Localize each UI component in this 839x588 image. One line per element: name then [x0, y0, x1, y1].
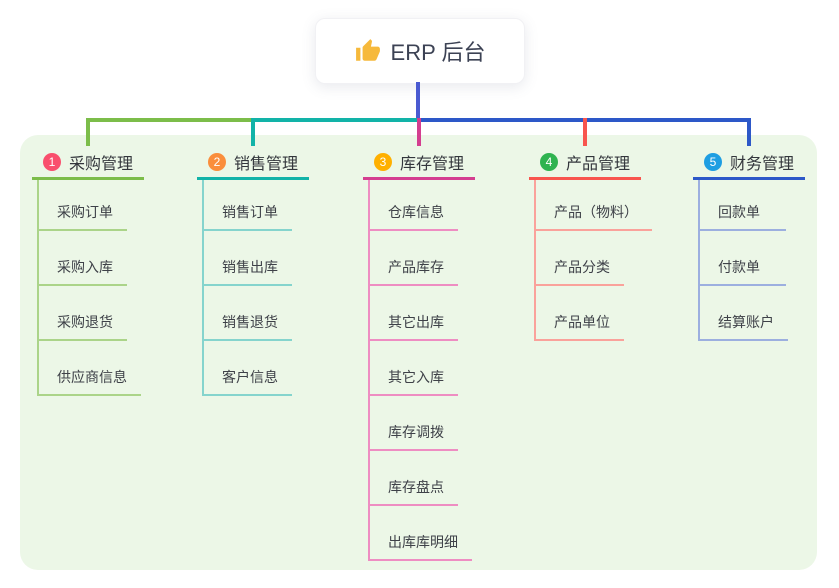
branch-title-label: 销售管理 [233, 155, 298, 173]
branch-children-product: 产品（物料） 产品分类 产品单位 [534, 180, 652, 341]
connector-root-stem [416, 82, 420, 122]
branch-number-badge: 4 [539, 152, 558, 171]
branch-title-purchase[interactable]: 1 采购管理 [32, 146, 144, 180]
child-node[interactable]: 销售出库 [204, 231, 292, 286]
child-node[interactable]: 产品库存 [370, 231, 458, 286]
branch-children-inventory: 仓库信息 产品库存 其它出库 其它入库 库存调拨 库存盘点 出库库明细 [368, 180, 472, 561]
connector-riser-purchase [86, 118, 90, 146]
child-node[interactable]: 付款单 [700, 231, 786, 286]
child-node[interactable]: 回款单 [700, 180, 786, 231]
branch-title-label: 财务管理 [729, 155, 794, 173]
branch-finance: 5 财务管理 回款单 付款单 结算账户 [693, 146, 805, 341]
branch-title-label: 库存管理 [399, 155, 464, 173]
branch-children-sales: 销售订单 销售出库 销售退货 客户信息 [202, 180, 292, 396]
branch-number-badge: 3 [373, 152, 392, 171]
root-node-erp[interactable]: ERP 后台 [315, 18, 525, 84]
child-node[interactable]: 客户信息 [204, 341, 292, 396]
branch-product: 4 产品管理 产品（物料） 产品分类 产品单位 [529, 146, 652, 341]
child-node[interactable]: 其它入库 [370, 341, 458, 396]
child-node[interactable]: 产品分类 [536, 231, 624, 286]
branch-purchase: 1 采购管理 采购订单 采购入库 采购退货 供应商信息 [32, 146, 144, 396]
child-node[interactable]: 销售订单 [204, 180, 292, 231]
connector-riser-sales [251, 118, 255, 146]
child-node[interactable]: 采购订单 [39, 180, 127, 231]
connector-riser-finance [747, 118, 751, 146]
branch-number-badge: 1 [42, 152, 61, 171]
branch-number-badge: 2 [207, 152, 226, 171]
root-label: ERP 后台 [390, 40, 486, 65]
branch-number-badge: 5 [703, 152, 722, 171]
child-node[interactable]: 销售退货 [204, 286, 292, 341]
connector-riser-product [583, 118, 587, 146]
child-node[interactable]: 库存盘点 [370, 451, 458, 506]
branch-title-sales[interactable]: 2 销售管理 [197, 146, 309, 180]
child-node[interactable]: 出库库明细 [370, 506, 472, 561]
connector-bus-sales [253, 118, 419, 122]
branch-title-finance[interactable]: 5 财务管理 [693, 146, 805, 180]
branch-title-inventory[interactable]: 3 库存管理 [363, 146, 475, 180]
connector-riser-inventory [417, 118, 421, 146]
connector-bus-purchase [86, 118, 253, 122]
branch-children-purchase: 采购订单 采购入库 采购退货 供应商信息 [37, 180, 141, 396]
child-node[interactable]: 产品（物料） [536, 180, 652, 231]
thumbs-up-icon [355, 39, 380, 61]
branch-children-finance: 回款单 付款单 结算账户 [698, 180, 788, 341]
child-node[interactable]: 库存调拨 [370, 396, 458, 451]
child-node[interactable]: 采购退货 [39, 286, 127, 341]
branch-sales: 2 销售管理 销售订单 销售出库 销售退货 客户信息 [197, 146, 309, 396]
child-node[interactable]: 产品单位 [536, 286, 624, 341]
branch-inventory: 3 库存管理 仓库信息 产品库存 其它出库 其它入库 库存调拨 库存盘点 出库库… [363, 146, 475, 561]
child-node[interactable]: 结算账户 [700, 286, 788, 341]
mindmap-background-card [20, 135, 817, 570]
branch-title-product[interactable]: 4 产品管理 [529, 146, 641, 180]
child-node[interactable]: 供应商信息 [39, 341, 141, 396]
child-node[interactable]: 仓库信息 [370, 180, 458, 231]
branch-title-label: 采购管理 [68, 155, 133, 173]
branch-title-label: 产品管理 [565, 155, 630, 173]
child-node[interactable]: 采购入库 [39, 231, 127, 286]
child-node[interactable]: 其它出库 [370, 286, 458, 341]
